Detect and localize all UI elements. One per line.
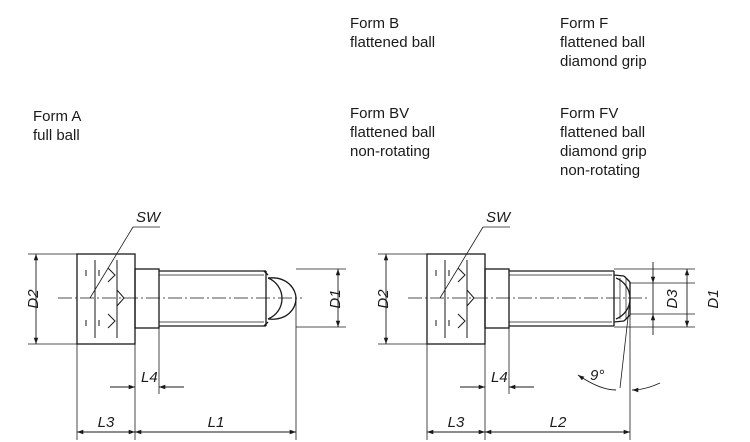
form-b-label: Form B flattened ball [350, 14, 435, 52]
right-head [426, 253, 486, 345]
right-angle-label: 9° [590, 367, 604, 384]
right-d2-label: D2 [375, 289, 392, 309]
right-l2-label: L2 [550, 414, 567, 431]
form-bv-label: Form BV flattened ball non-rotating [350, 104, 435, 161]
form-a-name: Form A [33, 108, 82, 125]
form-a-desc: full ball [33, 127, 80, 144]
form-fv-desc3: non-rotating [560, 162, 641, 179]
form-bv-desc1: flattened ball [350, 124, 436, 141]
right-hex-socket [435, 260, 475, 338]
left-l4-label: L4 [141, 369, 158, 386]
form-fv-label: Form FV flattened ball diamond grip non-… [560, 104, 647, 180]
left-hex-socket [85, 260, 125, 338]
form-f-label: Form F flattened ball diamond grip [560, 14, 647, 71]
form-b-desc: flattened ball [350, 34, 436, 51]
left-l3-label: L3 [98, 414, 115, 431]
form-f-name: Form F [560, 15, 609, 32]
right-d3-label: D3 [664, 289, 681, 309]
left-drawing [28, 226, 346, 440]
left-d1-label: D1 [327, 289, 344, 308]
right-l4-label: L4 [491, 369, 508, 386]
right-d1-label: D1 [705, 289, 722, 308]
form-f-desc1: flattened ball [560, 34, 646, 51]
right-l3-label: L3 [448, 414, 465, 431]
left-ball [267, 277, 283, 320]
form-a-label: Form A full ball [33, 107, 81, 145]
form-fv-name: Form FV [560, 105, 619, 122]
form-bv-name: Form BV [350, 105, 410, 122]
left-l1-label: L1 [208, 414, 225, 431]
left-neck [134, 268, 160, 329]
form-bv-desc2: non-rotating [350, 143, 431, 160]
left-head [76, 253, 136, 345]
form-fv-desc2: diamond grip [560, 143, 647, 160]
right-neck [484, 268, 510, 329]
left-sw-label: SW [136, 209, 162, 226]
right-sw-label: SW [486, 209, 512, 226]
right-ball [615, 277, 631, 320]
left-d2-label: D2 [25, 289, 42, 309]
form-b-name: Form B [350, 15, 400, 32]
form-f-desc2: diamond grip [560, 53, 647, 70]
right-drawing [378, 226, 695, 440]
form-fv-desc1: flattened ball [560, 124, 646, 141]
